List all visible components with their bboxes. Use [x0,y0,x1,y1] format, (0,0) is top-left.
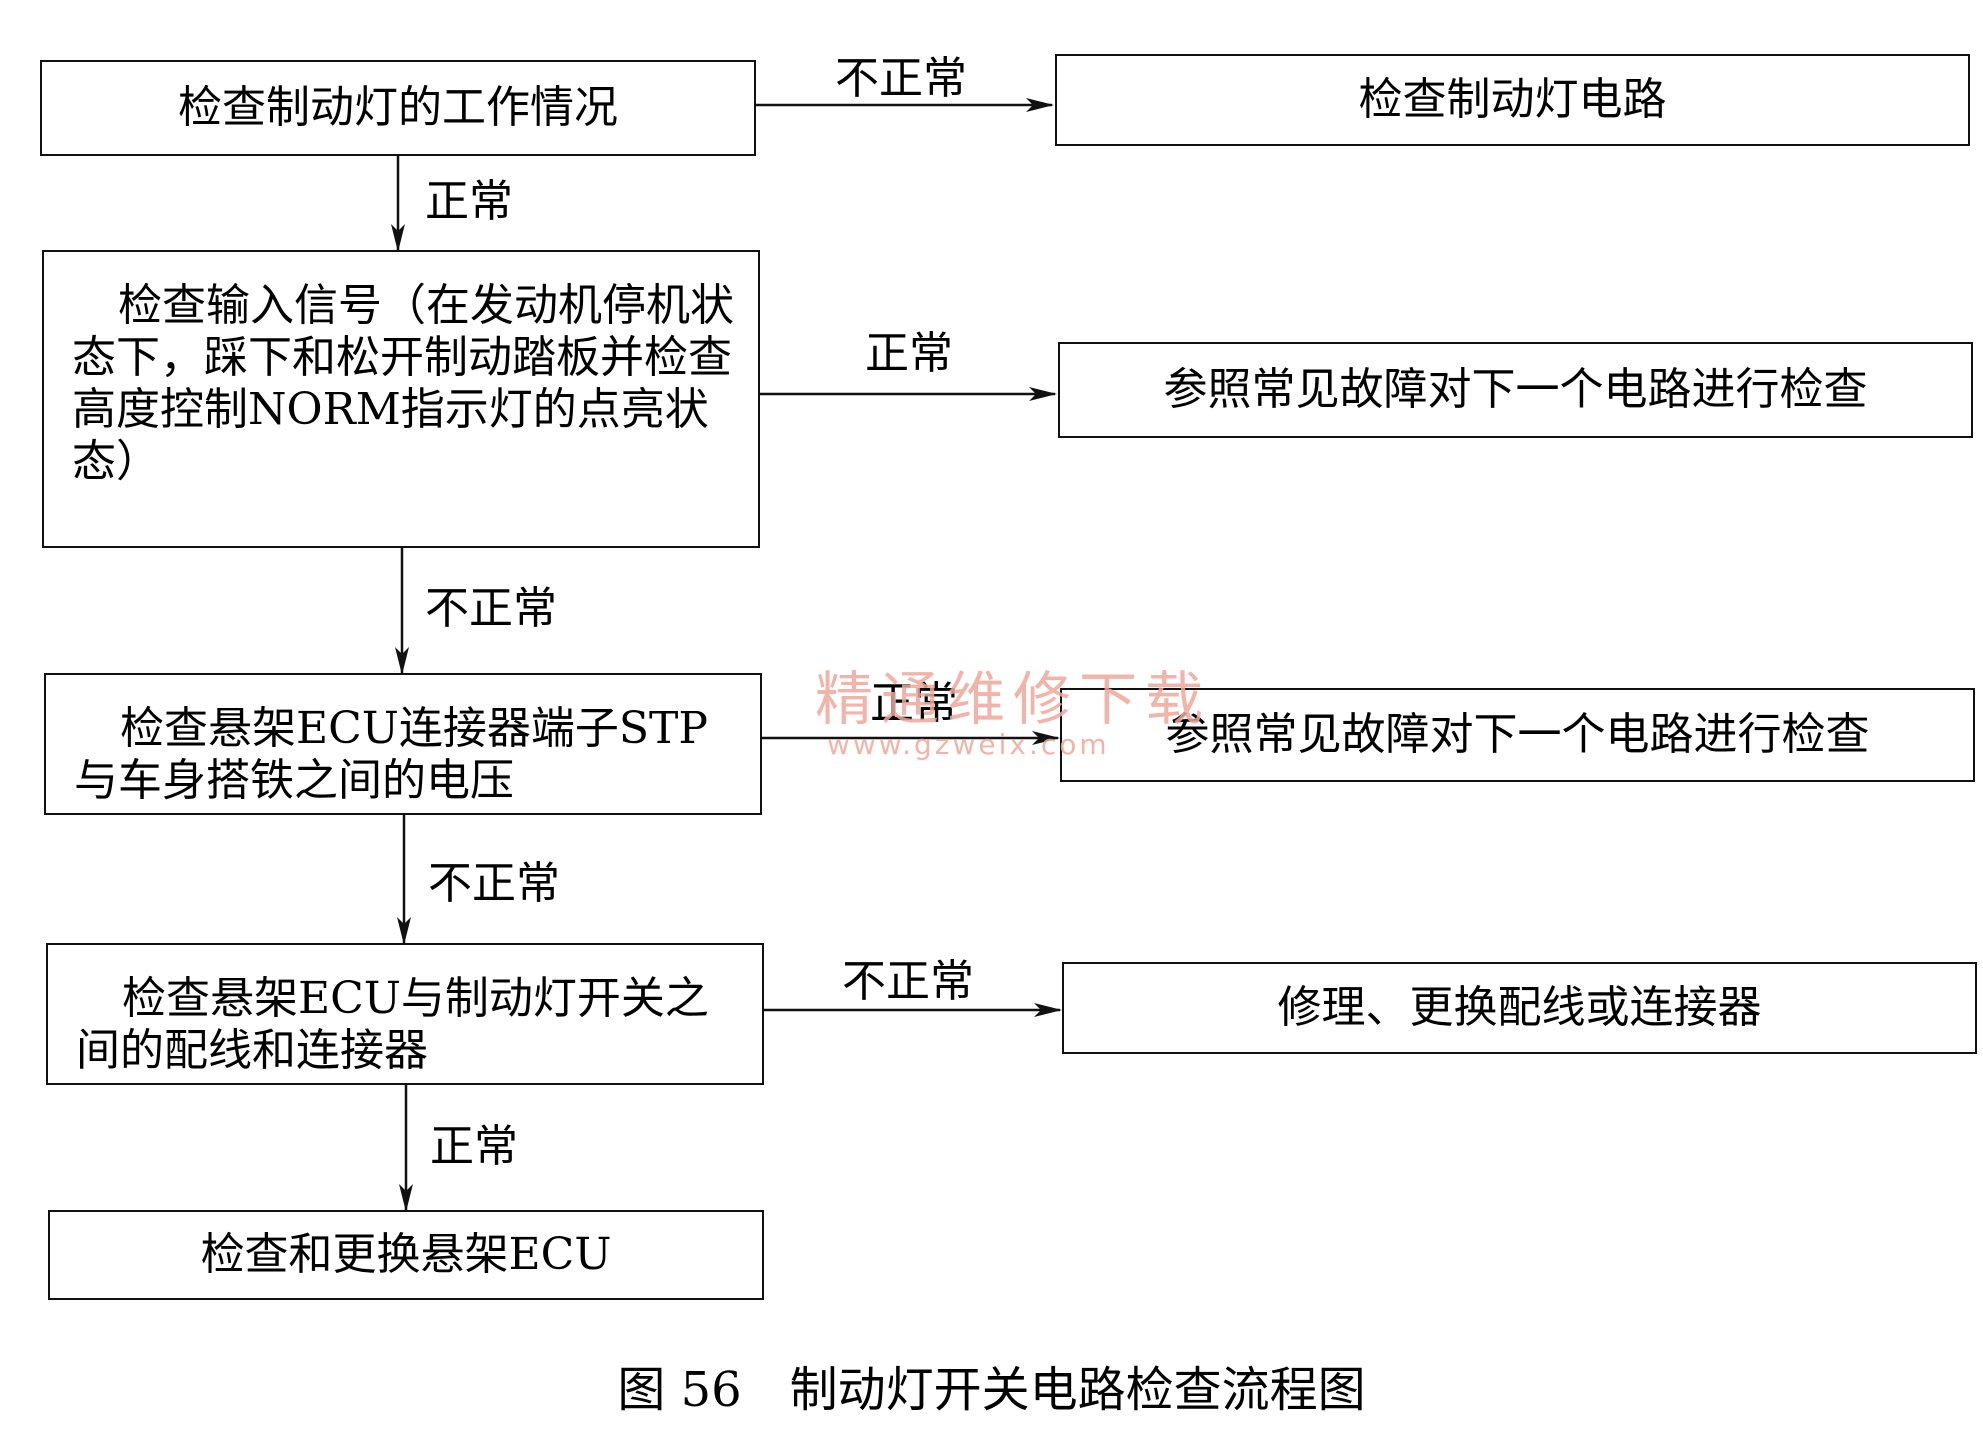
edge-label-abnormal: 不正常 [425,583,557,634]
node-label: 修理、更换配线或连接器 [1277,982,1762,1033]
node-check-replace-ecu: 检查和更换悬架ECU [48,1210,764,1300]
node-label: 检查悬架ECU与制动灯开关之间的配线和连接器 [76,973,709,1076]
edge-label-abnormal: 不正常 [842,956,974,1007]
node-label: 参照常见故障对下一个电路进行检查 [1163,364,1868,415]
node-check-wiring-connector: 检查悬架ECU与制动灯开关之间的配线和连接器 [46,943,764,1085]
node-label: 检查输入信号（在发动机停机状态下，踩下和松开制动踏板并检查高度控制NORM指示灯… [72,280,734,487]
node-label: 检查和更换悬架ECU [200,1229,612,1280]
node-check-brake-light-circuit: 检查制动灯电路 [1055,54,1970,146]
edge-label-abnormal: 不正常 [428,858,560,909]
node-refer-common-faults-2: 参照常见故障对下一个电路进行检查 [1060,688,1975,782]
node-check-stp-voltage: 检查悬架ECU连接器端子STP与车身搭铁之间的电压 [44,673,762,815]
node-label: 参照常见故障对下一个电路进行检查 [1165,709,1870,760]
figure-number: 图 56 [617,1362,742,1418]
edge-label-normal: 正常 [425,176,513,227]
node-check-input-signal: 检查输入信号（在发动机停机状态下，踩下和松开制动踏板并检查高度控制NORM指示灯… [42,250,760,548]
edge-label-normal: 正常 [870,678,958,729]
edge-label-abnormal: 不正常 [835,53,967,104]
node-label: 检查制动灯的工作情况 [178,82,618,133]
node-refer-common-faults-1: 参照常见故障对下一个电路进行检查 [1058,342,1973,438]
node-label: 检查悬架ECU连接器端子STP与车身搭铁之间的电压 [74,703,708,806]
edge-label-normal: 正常 [430,1121,518,1172]
figure-title: 制动灯开关电路检查流程图 [789,1362,1366,1418]
node-label: 检查制动灯电路 [1358,74,1667,125]
node-check-brake-light-operation: 检查制动灯的工作情况 [40,60,756,156]
edge-label-normal: 正常 [865,328,953,379]
node-repair-replace-wiring: 修理、更换配线或连接器 [1062,962,1977,1054]
figure-caption: 图 56 制动灯开关电路检查流程图 [0,1362,1983,1418]
